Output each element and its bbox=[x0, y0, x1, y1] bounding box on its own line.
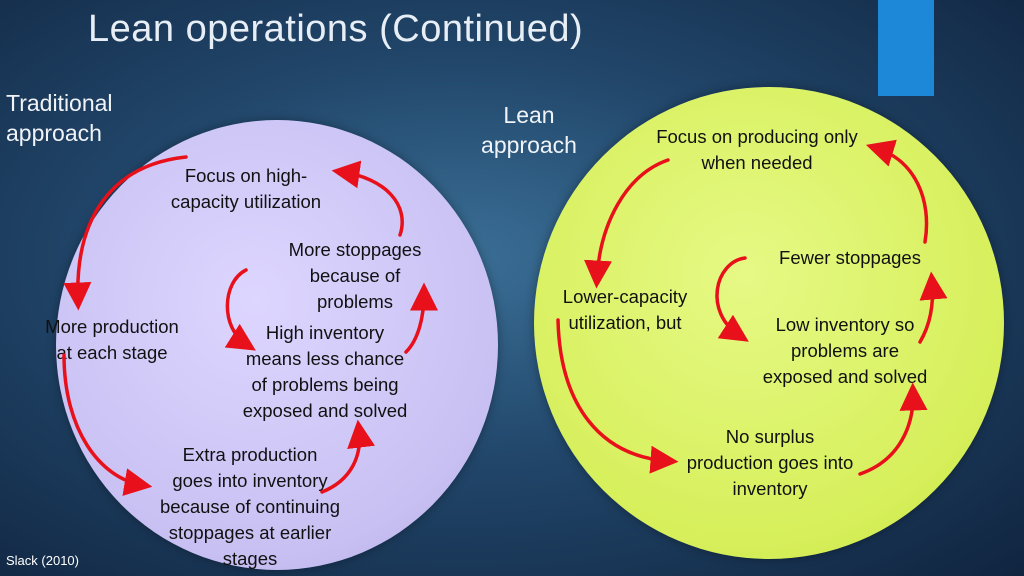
node-more-production: More production at each stage bbox=[22, 314, 202, 366]
slide-title: Lean operations (Continued) bbox=[88, 8, 584, 50]
node-no-surplus: No surplus production goes into inventor… bbox=[660, 424, 880, 502]
node-fewer-stoppages: Fewer stoppages bbox=[755, 245, 945, 271]
node-line: at each stage bbox=[56, 342, 168, 363]
lean-label-line: approach bbox=[481, 132, 577, 158]
node-line: problems are bbox=[791, 340, 899, 361]
arrow-high-inventory-to-more-stoppages bbox=[404, 282, 438, 354]
arrow-low-inventory-to-fewer-stoppages bbox=[918, 271, 948, 344]
node-line: of problems being bbox=[251, 374, 399, 395]
node-line: utilization, but bbox=[568, 312, 682, 333]
node-low-inventory: Low inventory so problems are exposed an… bbox=[740, 312, 950, 390]
node-line: exposed and solved bbox=[242, 400, 408, 421]
traditional-label-line: Traditional bbox=[6, 90, 113, 116]
node-line: Lower-capacity bbox=[562, 286, 688, 307]
arrow-more-stoppages-to-focus bbox=[331, 160, 404, 237]
node-focus-high-capacity: Focus on high- capacity utilization bbox=[146, 163, 346, 215]
node-high-inventory: High inventory means less chance of prob… bbox=[220, 320, 430, 424]
node-line: Fewer stoppages bbox=[779, 247, 921, 268]
node-line: More production bbox=[45, 316, 179, 337]
node-line: inventory bbox=[732, 478, 808, 499]
arrow-more-stoppages-to-high-inventory bbox=[224, 268, 256, 351]
arrow-fewer-stoppages-to-low-inventory bbox=[715, 256, 749, 342]
lean-approach-circle bbox=[534, 87, 1004, 559]
arrow-lower-capacity-to-no-surplus bbox=[556, 318, 679, 474]
node-more-stoppages: More stoppages because of problems bbox=[260, 237, 450, 315]
node-line: High inventory bbox=[265, 322, 385, 343]
node-line: goes into inventory bbox=[172, 470, 328, 491]
node-line: exposed and solved bbox=[762, 366, 928, 387]
arrow-focus-to-more-production bbox=[63, 155, 188, 311]
arrow-more-production-to-extra-production bbox=[62, 353, 153, 496]
node-line: No surplus bbox=[725, 426, 815, 447]
node-line: production goes into bbox=[686, 452, 854, 473]
accent-bar bbox=[878, 0, 934, 96]
node-line: means less chance bbox=[245, 348, 405, 369]
lean-approach-label: Lean approach bbox=[478, 100, 580, 160]
traditional-approach-label: Traditional approach bbox=[6, 88, 113, 148]
arrow-extra-production-to-high-inventory bbox=[320, 419, 375, 494]
node-line: Low inventory so bbox=[775, 314, 915, 335]
node-line: stoppages at earlier bbox=[168, 522, 332, 543]
arrow-focus-to-lower-capacity bbox=[584, 158, 670, 289]
node-line: capacity utilization bbox=[170, 191, 322, 212]
node-line: stages bbox=[222, 548, 278, 569]
node-extra-production: Extra production goes into inventory bec… bbox=[140, 442, 360, 572]
node-lower-capacity: Lower-capacity utilization, but bbox=[545, 284, 705, 336]
node-line: More stoppages bbox=[288, 239, 422, 260]
node-line: because of bbox=[309, 265, 401, 286]
arrow-fewer-stoppages-to-focus bbox=[865, 139, 929, 244]
node-line: Focus on producing only bbox=[656, 126, 858, 147]
node-line: problems bbox=[316, 291, 394, 312]
source-citation: Slack (2010) bbox=[6, 553, 79, 568]
arrow-no-surplus-to-low-inventory bbox=[858, 382, 928, 476]
node-line: Extra production bbox=[182, 444, 318, 465]
lean-label-line: Lean bbox=[503, 102, 555, 128]
node-line: when needed bbox=[701, 152, 813, 173]
node-line: Focus on high- bbox=[184, 165, 308, 186]
traditional-label-line: approach bbox=[6, 120, 102, 146]
node-line: because of continuing bbox=[160, 496, 340, 517]
node-focus-producing-only: Focus on producing only when needed bbox=[632, 124, 882, 176]
